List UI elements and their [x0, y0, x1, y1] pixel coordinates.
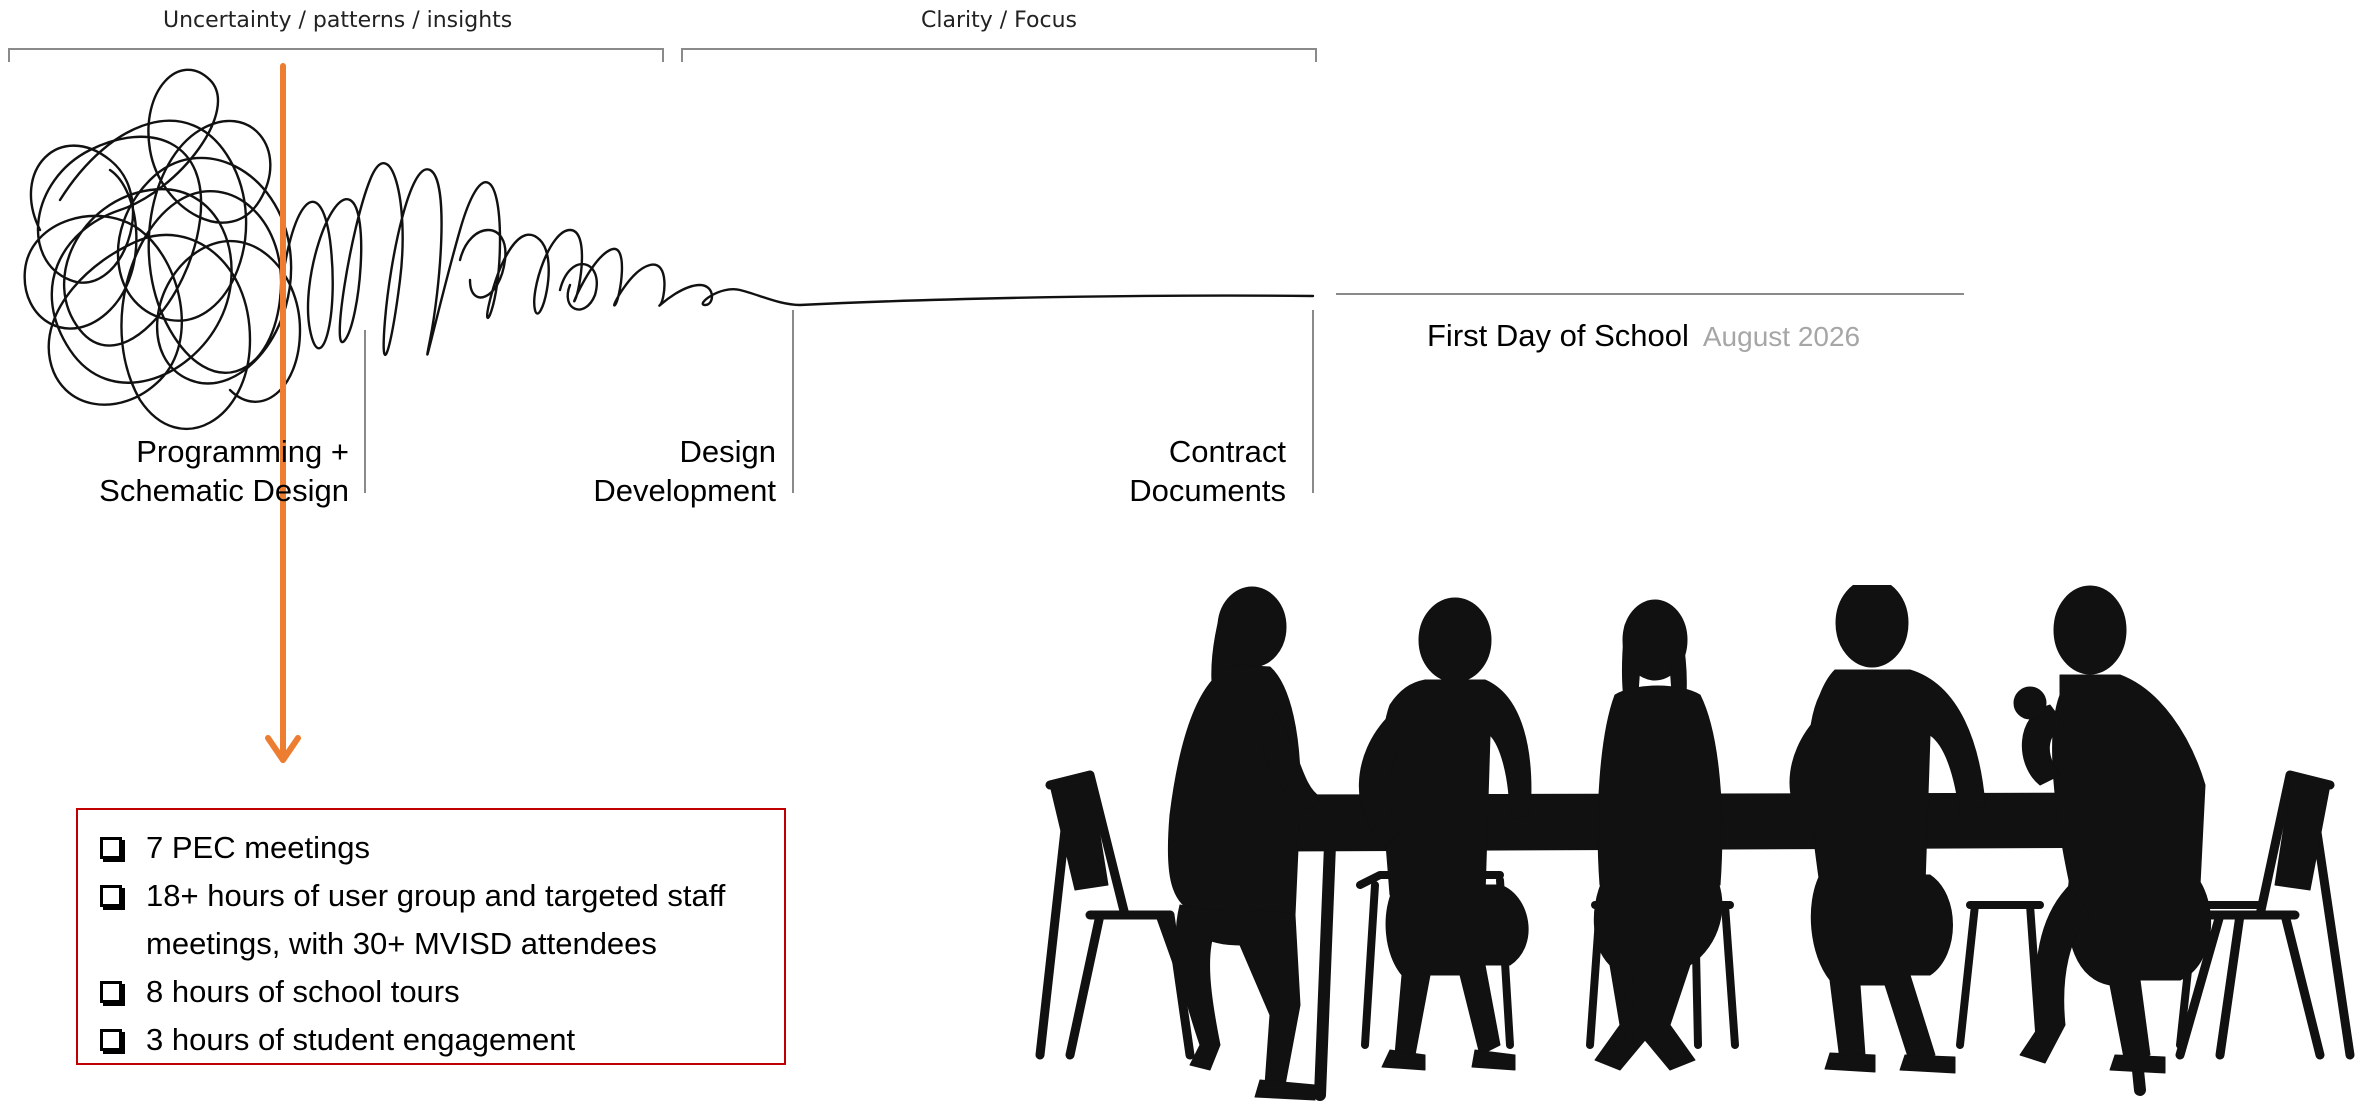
squiggle-tangle-2: [58, 119, 302, 403]
chair-right: [2175, 770, 2355, 1060]
squiggle-loop-a: [458, 228, 507, 299]
squiggle-loop-b: [558, 262, 598, 311]
stage-label-development-line2: Development: [593, 473, 776, 508]
milestone-text: First Day of School August 2026: [1427, 318, 1860, 354]
meeting-silhouette-icon: [1035, 585, 2355, 1101]
squiggle-decay: [278, 162, 1315, 357]
phase-label-clarity: Clarity / Focus: [921, 8, 1077, 33]
stage-label-contract: Contract Documents: [1129, 432, 1286, 510]
person-4: [1789, 585, 1986, 1074]
person-2: [1358, 597, 1532, 1071]
person-3: [1593, 599, 1723, 1071]
checklist-item-text: 3 hours of student engagement: [146, 1022, 576, 1057]
chair-right-back: [2274, 772, 2331, 891]
chair-left-back: [1049, 772, 1109, 891]
checkbox-icon: [100, 1029, 122, 1051]
checklist-item-text: 8 hours of school tours: [146, 974, 460, 1009]
down-arrow-icon: [265, 63, 301, 763]
stage-label-contract-line2: Documents: [1129, 473, 1286, 508]
bracket-clarity: [681, 48, 1317, 62]
checkbox-icon: [100, 885, 122, 907]
person-5: [2013, 585, 2212, 1074]
checklist-item-text: 7 PEC meetings: [146, 830, 370, 865]
milestone-label: First Day of School: [1427, 318, 1689, 353]
milestone-line: [1336, 293, 1964, 295]
checklist-item: 18+ hours of user group and targeted sta…: [98, 872, 764, 968]
checklist-item-text: 18+ hours of user group and targeted sta…: [146, 878, 726, 961]
stage-label-schematic-line2: Schematic Design: [99, 473, 349, 508]
stage-label-development: Design Development: [593, 432, 776, 510]
checklist-item: 8 hours of school tours: [98, 968, 764, 1016]
design-squiggle-graphic: [23, 63, 1315, 763]
stage-label-contract-line1: Contract: [1168, 434, 1286, 469]
stage-label-schematic: Programming + Schematic Design: [99, 432, 349, 510]
stage-label-schematic-line1: Programming +: [136, 434, 349, 469]
checkbox-icon: [100, 837, 122, 859]
checklist-item: 7 PEC meetings: [98, 824, 764, 872]
person-1: [1167, 586, 1321, 1101]
squiggle-tangle: [23, 68, 283, 430]
checkbox-icon: [100, 981, 122, 1003]
checklist-item: 3 hours of student engagement: [98, 1016, 764, 1064]
stage-label-development-line1: Design: [679, 434, 777, 469]
engagement-checklist: 7 PEC meetings 18+ hours of user group a…: [76, 808, 786, 1065]
phase-label-uncertainty: Uncertainty / patterns / insights: [163, 8, 513, 33]
milestone-date: August 2026: [1702, 321, 1861, 352]
bracket-uncertainty: [8, 48, 664, 62]
